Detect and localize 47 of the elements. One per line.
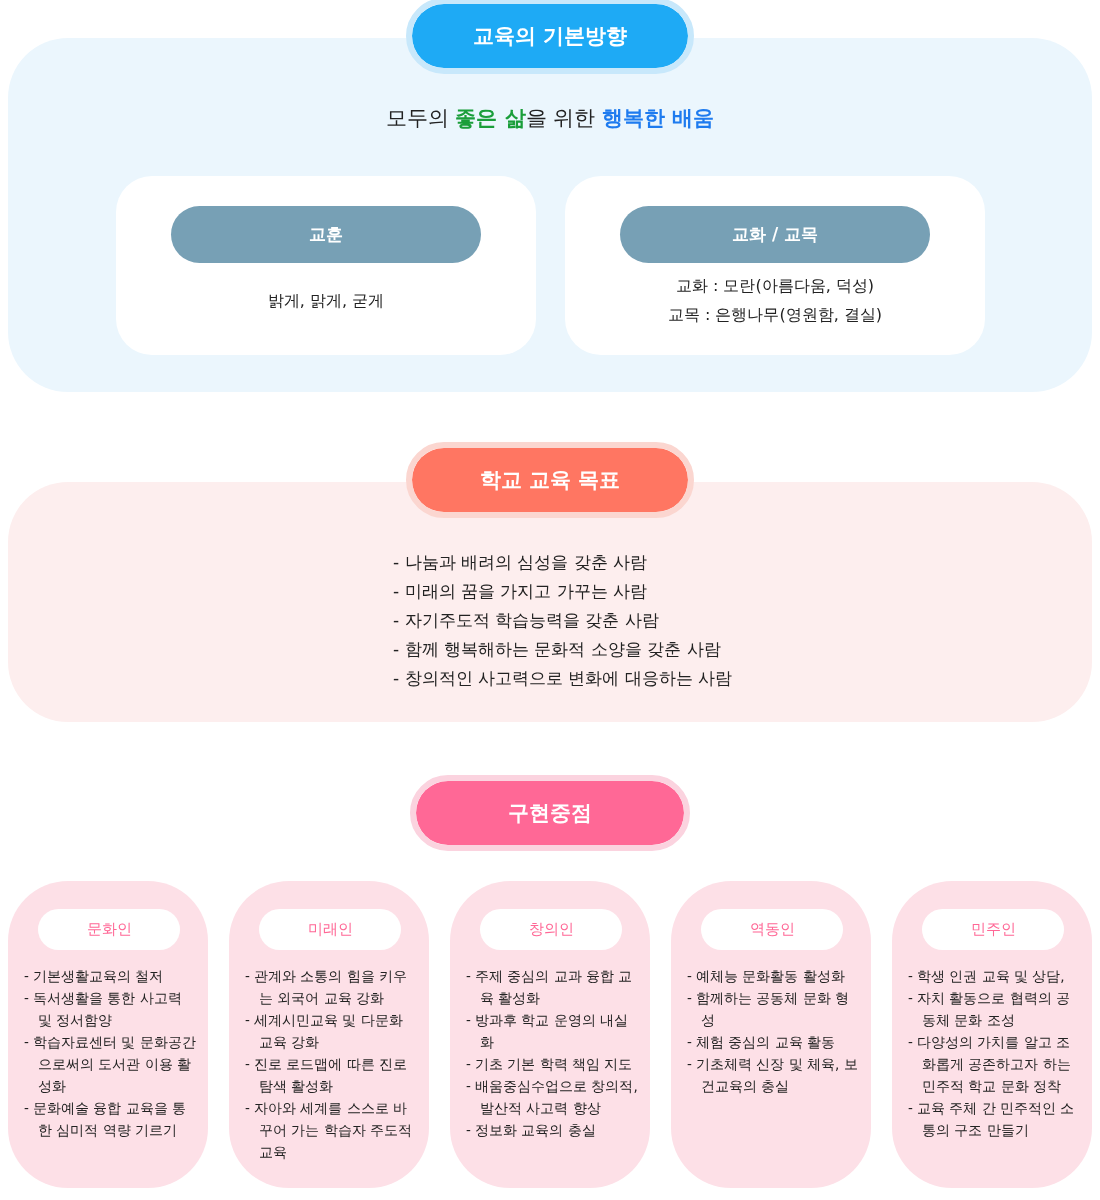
list-item: - 정보화 교육의 충실 — [466, 1121, 597, 1140]
card-text: 밝게, 맑게, 굳게 — [266, 290, 386, 312]
list-item: - 기본생활교육의 철저 — [24, 967, 165, 986]
card — [116, 176, 536, 355]
list-item: - 체험 중심의 교육 활동 — [687, 1033, 837, 1052]
section-pill: 교화 / 교목 — [620, 206, 930, 263]
list-item: - 학생 인권 교육 및 상담, — [908, 967, 1066, 986]
list-item: - 기초체력 신장 및 체육, 보건교육의 충실 — [687, 1055, 859, 1096]
category-pill: 역동인 — [701, 909, 843, 950]
goal-item: - 창의적인 사고력으로 변화에 대응하는 사람 — [393, 667, 733, 690]
section-pill: 교훈 — [171, 206, 481, 263]
category-card — [8, 881, 208, 1188]
list-item: - 독서생활을 통한 사고력 및 정서함양 — [24, 989, 183, 1030]
motto-text: 모두의 좋은 삶을 위한 행복한 배움 — [384, 105, 716, 132]
list-item: - 다양성의 가치를 알고 조화롭게 공존하고자 하는 민주적 학교 문화 정착 — [908, 1033, 1072, 1096]
category-pill: 창의인 — [480, 909, 622, 950]
card — [565, 176, 985, 355]
list-item: - 학습자료센터 및 문화공간으로써의 도서관 이용 활성화 — [24, 1033, 197, 1096]
goal-item: - 자기주도적 학습능력을 갖춘 사람 — [393, 609, 659, 632]
goal-item: - 함께 행복해하는 문화적 소양을 갖춘 사람 — [393, 638, 721, 661]
heading-pill: 학교 교육 목표 — [406, 442, 694, 518]
list-item: - 자치 활동으로 협력의 공동체 문화 조성 — [908, 989, 1072, 1030]
category-pill: 민주인 — [922, 909, 1064, 950]
category-pill: 미래인 — [259, 909, 401, 950]
list-item: - 예체능 문화활동 활성화 — [687, 967, 846, 986]
list-item: - 교육 주체 간 민주적인 소통의 구조 만들기 — [908, 1099, 1076, 1140]
list-item: - 기초 기본 학력 책임 지도 — [466, 1055, 634, 1074]
category-card — [892, 881, 1092, 1188]
list-item: - 문화예술 융합 교육을 통한 심미적 역량 기르기 — [24, 1099, 188, 1140]
category-card — [671, 881, 871, 1188]
list-item: - 배움중심수업으로 창의적, 발산적 사고력 향상 — [466, 1077, 639, 1118]
category-pill: 문화인 — [38, 909, 180, 950]
list-item: - 자아와 세계를 스스로 바꾸어 가는 학습자 주도적 교육 — [245, 1099, 413, 1162]
list-item: - 관계와 소통의 힘을 키우는 외국어 교육 강화 — [245, 967, 409, 1008]
card-text: 교화 : 모란(아름다움, 덕성) — [674, 275, 876, 297]
goal-item: - 나눔과 배려의 심성을 갖춘 사람 — [393, 551, 648, 574]
list-item: - 함께하는 공동체 문화 형성 — [687, 989, 851, 1030]
list-item: - 세계시민교육 및 다문화 교육 강화 — [245, 1011, 404, 1052]
category-card — [229, 881, 429, 1188]
category-card — [450, 881, 650, 1188]
heading-pill: 구현중점 — [410, 775, 690, 851]
heading-pill: 교육의 기본방향 — [406, 0, 694, 74]
list-item: - 방과후 학교 운영의 내실화 — [466, 1011, 630, 1052]
card-text: 교목 : 은행나무(영원함, 결실) — [666, 304, 884, 326]
list-item: - 진로 로드맵에 따른 진로 탐색 활성화 — [245, 1055, 409, 1096]
list-item: - 주제 중심의 교과 융합 교육 활성화 — [466, 967, 634, 1008]
goal-item: - 미래의 꿈을 가지고 가꾸는 사람 — [393, 580, 648, 603]
